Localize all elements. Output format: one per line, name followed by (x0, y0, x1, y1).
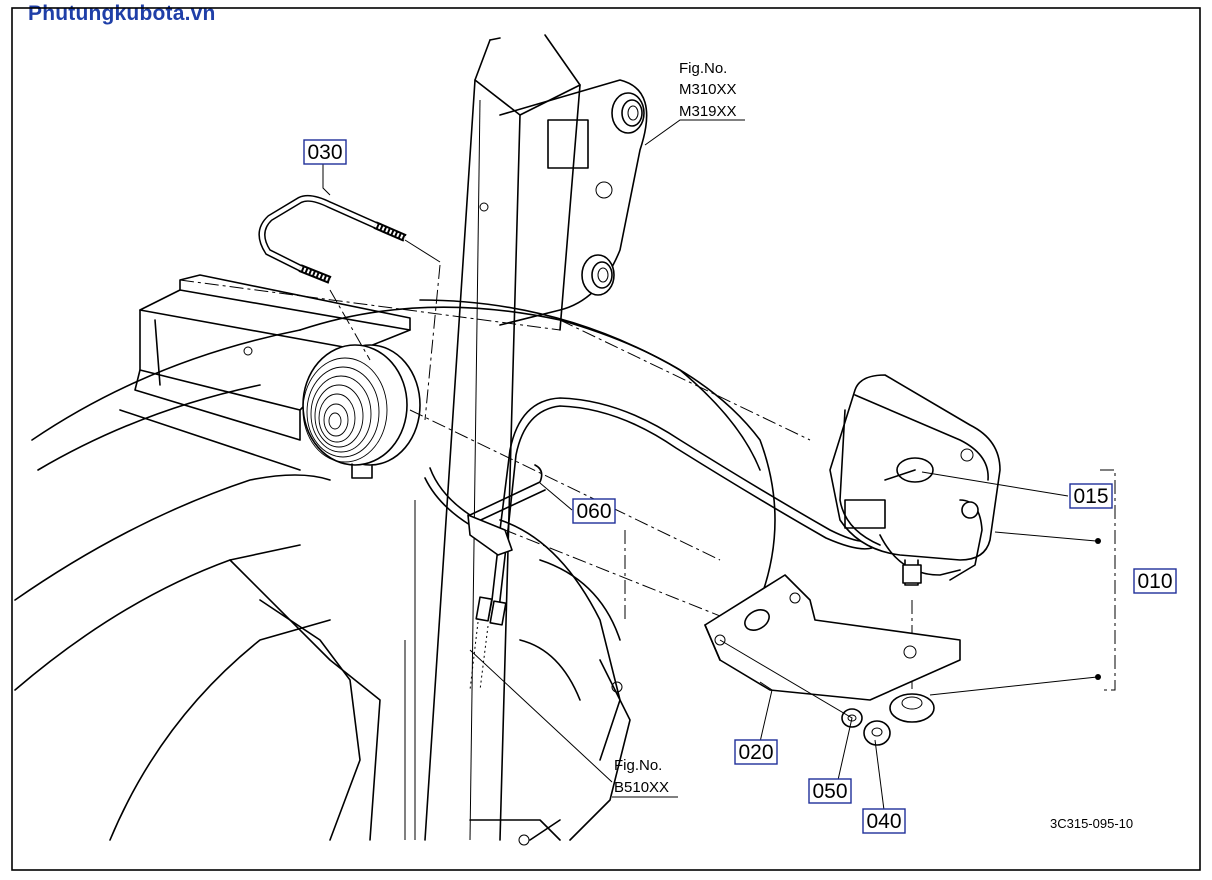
callout-010: 010 (1133, 568, 1177, 594)
svg-text:M310XX: M310XX (679, 81, 737, 98)
svg-text:030: 030 (307, 141, 342, 164)
washer-and-nuts (841, 693, 935, 746)
work-lamp (829, 374, 1001, 586)
wiring-harness (469, 397, 873, 691)
figure-ref-b510: Fig.No. B510XX (614, 757, 669, 796)
svg-text:020: 020 (738, 741, 773, 764)
callout-015: 015 (1069, 483, 1113, 509)
callout-030: 030 (303, 139, 347, 165)
svg-text:015: 015 (1073, 485, 1108, 508)
guide-lines (179, 264, 1116, 691)
leader-lines (322, 119, 1101, 811)
callout-050: 050 (808, 778, 852, 804)
figure-ref-m310: Fig.No. M310XX M319XX (679, 60, 737, 120)
mounting-plate (499, 79, 648, 326)
callout-020: 020 (734, 739, 778, 765)
fender-outline (14, 299, 776, 846)
round-reflector-lamp (302, 344, 421, 479)
svg-text:040: 040 (866, 810, 901, 833)
rear-lamp-housing (119, 274, 411, 471)
svg-text:M319XX: M319XX (679, 103, 737, 120)
svg-text:060: 060 (576, 500, 611, 523)
svg-text:B510XX: B510XX (614, 779, 669, 796)
svg-text:050: 050 (812, 780, 847, 803)
svg-text:010: 010 (1137, 570, 1172, 593)
callout-060: 060 (572, 498, 616, 524)
svg-text:Fig.No.: Fig.No. (614, 757, 662, 774)
rops-post (404, 34, 581, 841)
u-bolt (258, 194, 407, 284)
callout-040: 040 (862, 808, 906, 834)
svg-text:Fig.No.: Fig.No. (679, 60, 727, 77)
lamp-bracket (704, 574, 961, 701)
diagram-code: 3C315-095-10 (1050, 816, 1133, 831)
drawing-frame (11, 7, 1201, 871)
cable-tie (424, 464, 546, 556)
